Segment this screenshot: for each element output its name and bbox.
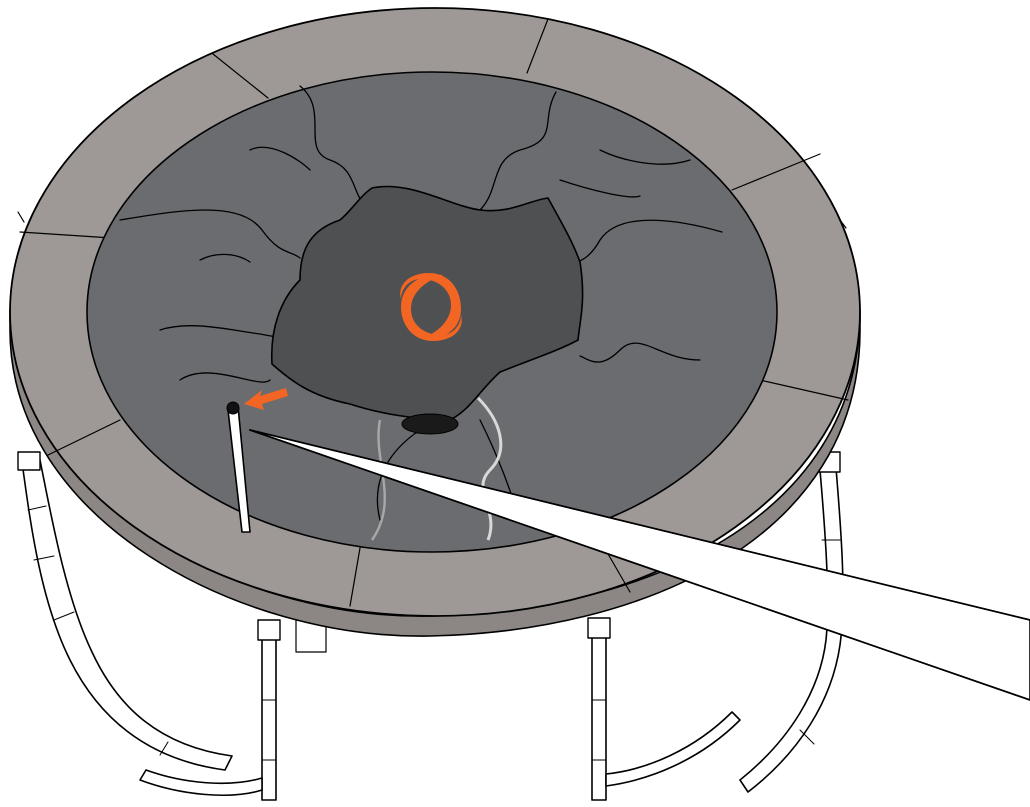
leg-inner-right bbox=[588, 618, 740, 800]
pole-tip bbox=[227, 402, 239, 414]
leg-inner-left bbox=[140, 620, 280, 800]
mat-center-hole bbox=[402, 414, 458, 434]
